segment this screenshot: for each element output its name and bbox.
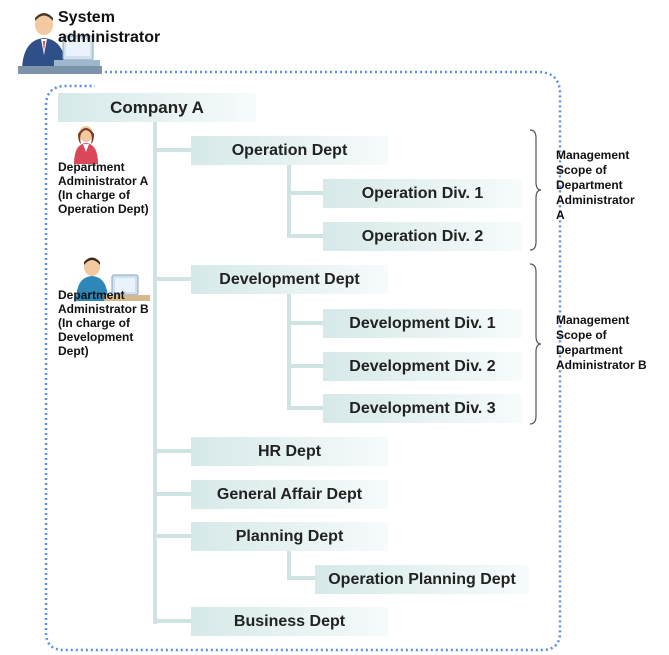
development-div1-box: Development Div. 1 bbox=[323, 309, 522, 338]
scope-a-label: Management Scope of Department Administr… bbox=[556, 148, 635, 222]
operation-planning-dept-box: Operation Planning Dept bbox=[315, 565, 529, 594]
scope-b-label: Management Scope of Department Administr… bbox=[556, 313, 647, 372]
plan-sub-branch-1 bbox=[287, 576, 315, 580]
general-affair-dept-box: General Affair Dept bbox=[191, 480, 388, 509]
op-sub-branch-2 bbox=[287, 234, 323, 238]
dev-sub-branch-2 bbox=[287, 364, 323, 368]
department-administrator-b-label: Department Administrator B (In charge of… bbox=[58, 288, 149, 358]
plan-sub-trunk bbox=[287, 551, 291, 580]
department-administrator-a-label: Department Administrator A (In charge of… bbox=[58, 160, 149, 216]
branch-development bbox=[153, 277, 191, 281]
scope-a-bracket bbox=[529, 129, 542, 251]
development-div2-box: Development Div. 2 bbox=[323, 352, 522, 381]
operation-div1-box: Operation Div. 1 bbox=[323, 179, 522, 208]
dev-sub-branch-3 bbox=[287, 406, 323, 410]
hr-dept-box: HR Dept bbox=[191, 437, 388, 466]
branch-hr bbox=[153, 449, 191, 453]
business-dept-box: Business Dept bbox=[191, 607, 388, 636]
scope-b-bracket bbox=[529, 263, 542, 425]
dev-sub-trunk bbox=[287, 294, 291, 410]
dev-sub-branch-1 bbox=[287, 321, 323, 325]
planning-dept-box: Planning Dept bbox=[191, 522, 388, 551]
company-a-box: Company A bbox=[58, 93, 256, 122]
branch-general-affair bbox=[153, 492, 191, 496]
department-administrator-a-icon bbox=[74, 126, 98, 164]
branch-business bbox=[153, 619, 191, 623]
operation-div2-box: Operation Div. 2 bbox=[323, 222, 522, 251]
branch-operation bbox=[153, 148, 191, 152]
trunk-line bbox=[153, 120, 157, 624]
system-administrator-label: System administrator bbox=[58, 9, 161, 46]
department-administrator-b-icon bbox=[76, 257, 150, 301]
development-dept-box: Development Dept bbox=[191, 265, 388, 294]
op-sub-trunk bbox=[287, 165, 291, 237]
op-sub-branch-1 bbox=[287, 191, 323, 195]
operation-dept-box: Operation Dept bbox=[191, 136, 388, 165]
system-administrator-icon bbox=[18, 13, 102, 74]
development-div3-box: Development Div. 3 bbox=[323, 394, 522, 423]
branch-planning bbox=[153, 534, 191, 538]
